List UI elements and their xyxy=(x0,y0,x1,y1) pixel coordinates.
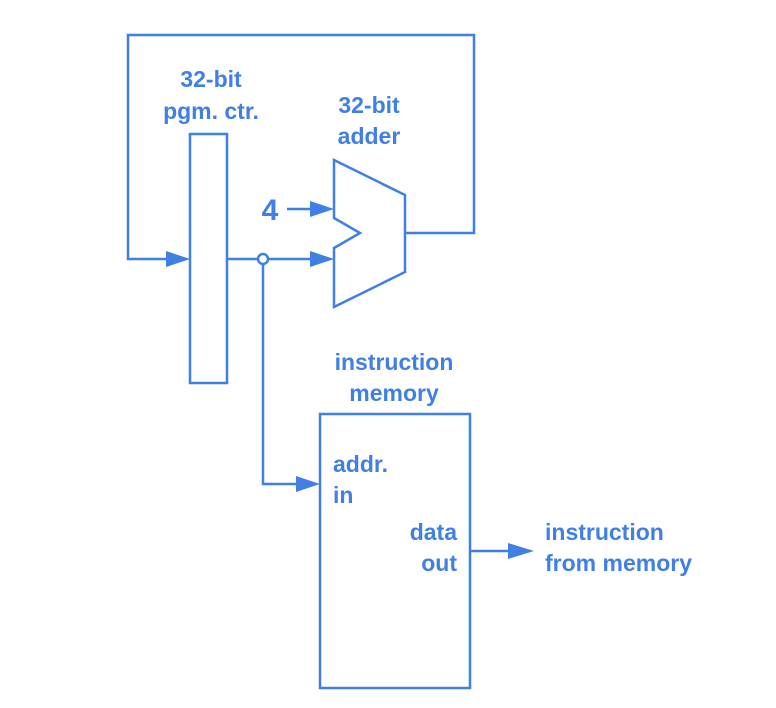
adder-shape xyxy=(332,157,407,310)
addr-in-label-line2: in xyxy=(333,482,353,508)
pc-to-memory-wire xyxy=(261,264,300,486)
data-out-label-line1: data xyxy=(410,519,458,545)
feedback-wire xyxy=(126,33,476,261)
output-label-line2: from memory xyxy=(545,550,692,576)
program-counter-register xyxy=(188,132,229,385)
constant-four-label: 4 xyxy=(262,194,279,227)
data-out-label-line2: out xyxy=(421,550,457,576)
constant-arrowhead xyxy=(310,201,334,217)
memory-title-line2: memory xyxy=(349,380,439,406)
adder-label-line2: adder xyxy=(338,123,401,149)
output-label-line1: instruction xyxy=(545,519,664,545)
addr-in-label-line1: addr. xyxy=(333,451,388,477)
data-out-arrowhead xyxy=(508,543,534,559)
pc-label-line1: 32-bit xyxy=(180,66,242,92)
feedback-arrowhead xyxy=(166,251,190,267)
adder-label-line1: 32-bit xyxy=(338,92,400,118)
junction-dot xyxy=(256,252,270,266)
pc-to-adder-arrowhead xyxy=(310,251,334,267)
instruction-memory-block xyxy=(318,412,472,690)
pc-to-memory-arrowhead xyxy=(296,476,320,492)
memory-title-line1: instruction xyxy=(335,349,454,375)
pc-label-line2: pgm. ctr. xyxy=(163,98,259,124)
